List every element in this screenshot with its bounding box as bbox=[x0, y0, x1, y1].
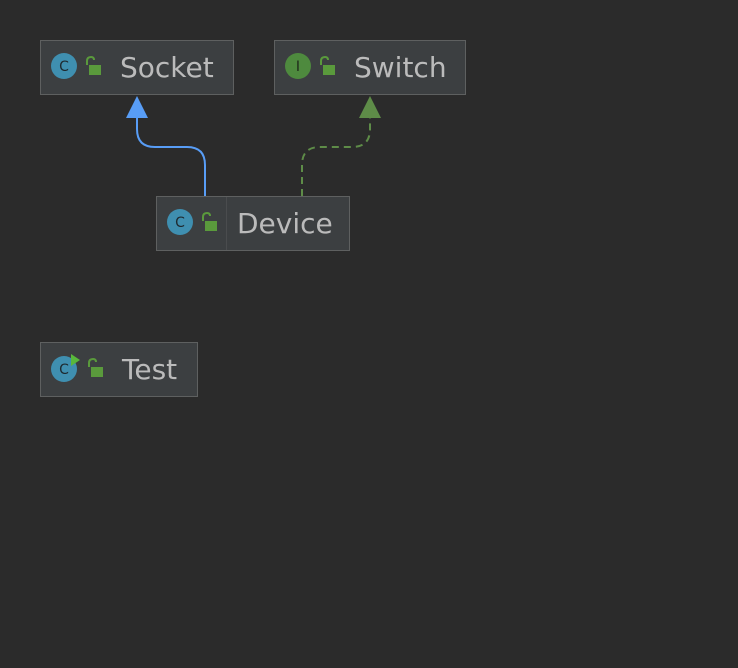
unlocked-icon bbox=[318, 55, 336, 80]
node-switch-icons: I bbox=[275, 41, 344, 94]
node-socket[interactable]: C Socket bbox=[40, 40, 234, 95]
unlocked-icon bbox=[86, 357, 104, 382]
unlocked-icon bbox=[84, 55, 102, 80]
edge-device-implements-switch-arrowhead bbox=[359, 96, 381, 118]
runnable-class-icon: C bbox=[50, 353, 80, 386]
node-device-icons: C bbox=[157, 197, 226, 250]
edge-device-extends-socket-arrowhead bbox=[126, 96, 148, 118]
node-switch-label: Switch bbox=[354, 51, 447, 84]
interface-icon: I bbox=[284, 52, 312, 84]
class-icon: C bbox=[50, 52, 78, 84]
node-switch[interactable]: I Switch bbox=[274, 40, 466, 95]
svg-text:C: C bbox=[59, 59, 69, 75]
edge-device-extends-socket[interactable] bbox=[136, 117, 206, 196]
node-test-icons: C bbox=[41, 343, 112, 396]
node-test-label: Test bbox=[122, 353, 178, 386]
edge-device-implements-switch[interactable] bbox=[301, 117, 371, 196]
unlocked-icon bbox=[200, 211, 218, 236]
node-test[interactable]: C Test bbox=[40, 342, 198, 397]
node-socket-label: Socket bbox=[120, 51, 214, 84]
class-icon: C bbox=[166, 208, 194, 240]
node-socket-icons: C bbox=[41, 41, 110, 94]
svg-text:C: C bbox=[175, 215, 185, 231]
node-device-label: Device bbox=[226, 197, 347, 250]
svg-text:C: C bbox=[59, 362, 69, 378]
node-device[interactable]: C Device bbox=[156, 196, 350, 251]
svg-text:I: I bbox=[296, 59, 300, 75]
